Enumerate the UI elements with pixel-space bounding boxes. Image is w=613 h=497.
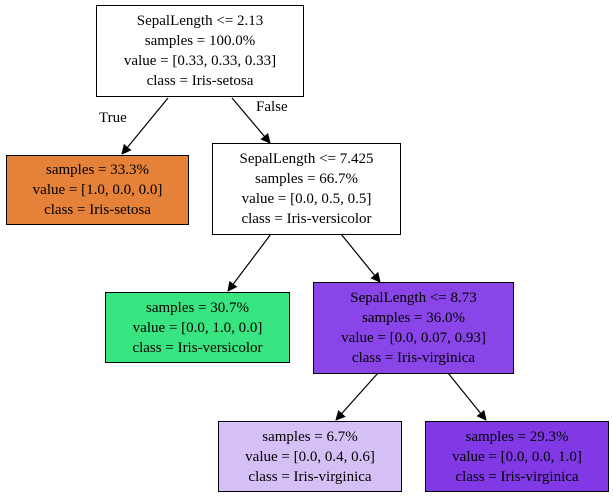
node-line: class = Iris-virginica xyxy=(351,350,476,366)
edge-rr-right xyxy=(447,372,487,421)
node-line: samples = 100.0% xyxy=(144,33,256,49)
tree-node-left-leaf: samples = 33.3% value = [1.0, 0.0, 0.0] … xyxy=(6,155,189,225)
tree-node-right-right: SepalLength <= 8.73 samples = 36.0% valu… xyxy=(313,282,514,374)
node-line: class = Iris-versicolor xyxy=(241,211,372,227)
node-line: SepalLength <= 7.425 xyxy=(239,151,374,167)
node-line: samples = 29.3% xyxy=(465,428,569,445)
tree-node-rr-right-leaf: samples = 29.3% value = [0.0, 0.0, 1.0] … xyxy=(425,421,609,492)
node-line: value = [0.0, 1.0, 0.0] xyxy=(132,319,263,336)
edge-root-left xyxy=(121,97,169,155)
node-line: samples = 33.3% xyxy=(45,162,150,178)
node-line: samples = 36.0% xyxy=(361,310,466,326)
node-line: class = Iris-setosa xyxy=(44,202,151,218)
node-line: value = [0.0, 0.07, 0.93] xyxy=(341,330,486,346)
tree-node-right-left-leaf: samples = 30.7% value = [0.0, 1.0, 0.0] … xyxy=(105,292,290,363)
node-line: samples = 66.7% xyxy=(254,171,359,187)
node-line: value = [0.33, 0.33, 0.33] xyxy=(123,53,277,69)
edge-right-rightleft xyxy=(227,233,272,292)
edge-rr-left xyxy=(335,372,379,421)
edge-root-right xyxy=(231,97,271,144)
node-line: class = Iris-virginica xyxy=(455,468,579,485)
node-line: value = [0.0, 0.5, 0.5] xyxy=(241,191,372,207)
node-line: value = [0.0, 0.0, 1.0] xyxy=(452,448,582,465)
node-line: value = [0.0, 0.4, 0.6] xyxy=(245,448,375,465)
node-line: samples = 6.7% xyxy=(262,428,358,445)
node-line: SepalLength <= 8.73 xyxy=(350,290,477,306)
node-line: value = [1.0, 0.0, 0.0] xyxy=(32,182,163,198)
edge-right-rightright xyxy=(340,233,381,283)
edge-label-true: True xyxy=(99,110,127,126)
tree-node-rr-left-leaf: samples = 6.7% value = [0.0, 0.4, 0.6] c… xyxy=(218,421,402,492)
tree-node-right: SepalLength <= 7.425 samples = 66.7% val… xyxy=(212,143,401,235)
node-line: class = Iris-virginica xyxy=(248,468,372,485)
node-line: class = Iris-setosa xyxy=(146,73,254,89)
tree-node-root: SepalLength <= 2.13 samples = 100.0% val… xyxy=(96,5,304,97)
edge-label-false: False xyxy=(256,99,288,115)
node-line: class = Iris-versicolor xyxy=(132,339,263,356)
node-line: samples = 30.7% xyxy=(145,299,250,316)
node-line: SepalLength <= 2.13 xyxy=(136,13,264,29)
